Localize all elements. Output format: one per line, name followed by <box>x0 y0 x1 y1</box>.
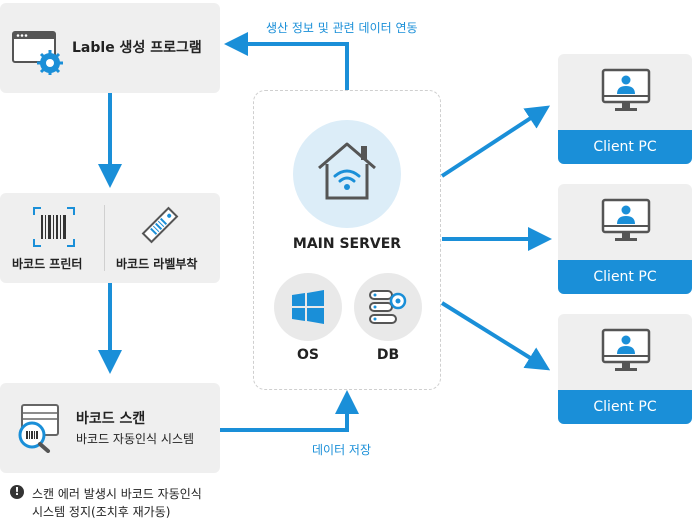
warning-line-2: 시스템 정지(조치후 재가동) <box>32 505 171 519</box>
os-circle <box>274 273 342 341</box>
printer-label: 바코드 프린터 <box>12 257 83 271</box>
server-circle <box>293 120 401 228</box>
arrow-server-to-program <box>224 32 349 90</box>
printer-labeler-box: 바코드 프린터 바코드 라벨부착 <box>0 193 220 283</box>
label-program-box: Lable 생성 프로그램 <box>0 3 220 93</box>
client-pc-2-label: Client PC <box>558 260 692 294</box>
labeler-label: 바코드 라벨부착 <box>116 257 198 271</box>
scanner-icon <box>18 404 59 453</box>
barcode-scan-icon <box>33 207 75 247</box>
computer-user-icon <box>601 328 651 371</box>
computer-user-icon <box>601 68 651 111</box>
main-server-group: MAIN SERVER OS DB <box>253 90 441 390</box>
label-tag-icon <box>141 206 179 244</box>
arrow-server-to-client-3 <box>440 301 551 371</box>
sync-note: 생산 정보 및 관련 데이터 연동 <box>266 21 418 35</box>
client-pc-2: Client PC <box>558 184 692 294</box>
scan-subtitle: 바코드 자동인식 시스템 <box>76 432 195 446</box>
barcode-scan-box: 바코드 스캔 바코드 자동인식 시스템 <box>0 383 220 473</box>
computer-user-icon <box>601 198 651 241</box>
os-label: OS <box>297 347 319 363</box>
warning-line-1: 스캔 에러 발생시 바코드 자동인식 <box>32 487 202 501</box>
db-label: DB <box>376 347 400 363</box>
client-pc-1-label: Client PC <box>558 130 692 164</box>
warning-icon: ! <box>10 485 24 499</box>
database-gear-icon <box>369 290 407 324</box>
arrow-scan-to-server <box>220 390 359 432</box>
box-divider <box>104 205 105 271</box>
windows-logo-icon <box>292 290 324 324</box>
data-storage-note: 데이터 저장 <box>312 443 372 457</box>
label-program-title: Lable 생성 프로그램 <box>72 40 202 56</box>
scan-title: 바코드 스캔 <box>76 411 146 427</box>
smart-home-wifi-icon <box>318 142 376 200</box>
client-pc-3-label: Client PC <box>558 390 692 424</box>
client-pc-3: Client PC <box>558 314 692 424</box>
program-window-icon <box>12 31 63 75</box>
arrow-server-to-client-1 <box>440 105 551 178</box>
client-pc-1: Client PC <box>558 54 692 164</box>
db-circle <box>354 273 422 341</box>
server-title: MAIN SERVER <box>292 236 402 252</box>
